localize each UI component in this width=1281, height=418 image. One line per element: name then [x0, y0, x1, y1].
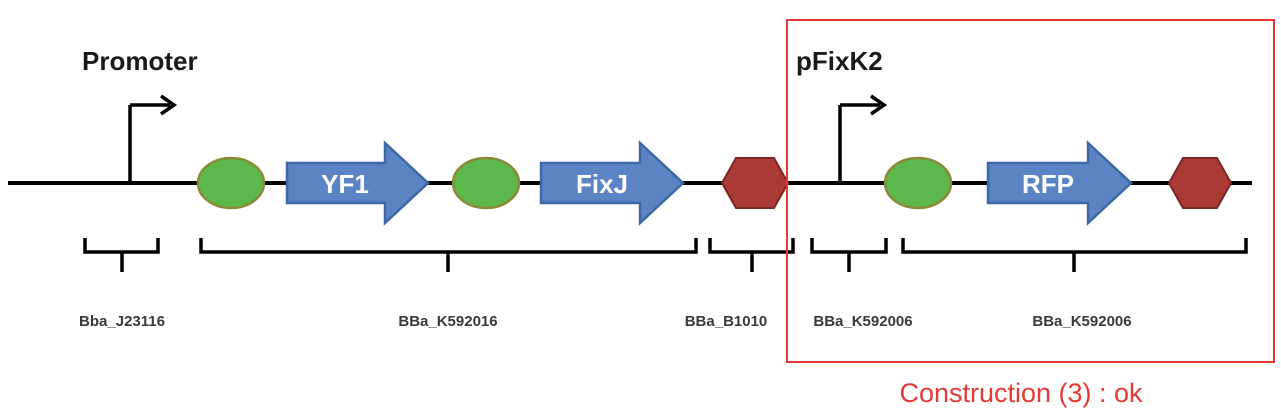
biobrick-label-5: BBa_K592006	[1032, 313, 1131, 330]
construction-box	[786, 19, 1275, 363]
brace-bba-b1010	[708, 238, 795, 272]
rbs-3	[883, 156, 953, 210]
rbs-1	[196, 156, 266, 210]
promoter-label-2: pFixK2	[796, 46, 883, 76]
biobrick-label-1: Bba_J23116	[79, 313, 165, 330]
brace-bba-j23116	[83, 238, 160, 272]
terminator-1	[720, 157, 790, 209]
brace-bba-k592006-a	[810, 238, 888, 272]
brace-bba-k592016	[199, 238, 698, 272]
brace-bba-k592006-b	[901, 238, 1248, 272]
cds-arrow-yf1	[285, 140, 430, 226]
cds-arrow-fixj	[539, 140, 685, 226]
biobrick-label-4: BBa_K592006	[813, 313, 912, 330]
cds-label-fixj: FixJ	[576, 169, 628, 199]
biobrick-label-2: BBa_K592016	[398, 313, 497, 330]
cds-label-rfp: RFP	[1022, 169, 1074, 199]
terminator-2	[1167, 157, 1233, 209]
cds-arrow-rfp	[986, 140, 1133, 226]
promoter-arrow-2	[838, 94, 888, 183]
rbs-2	[451, 156, 521, 210]
construction-caption: Construction (3) : ok	[899, 378, 1143, 408]
biobrick-label-3: BBa_B1010	[685, 313, 768, 330]
promoter-arrow-1	[128, 94, 178, 183]
cds-label-yf1: YF1	[321, 169, 369, 199]
promoter-label-1: Promoter	[82, 46, 198, 76]
